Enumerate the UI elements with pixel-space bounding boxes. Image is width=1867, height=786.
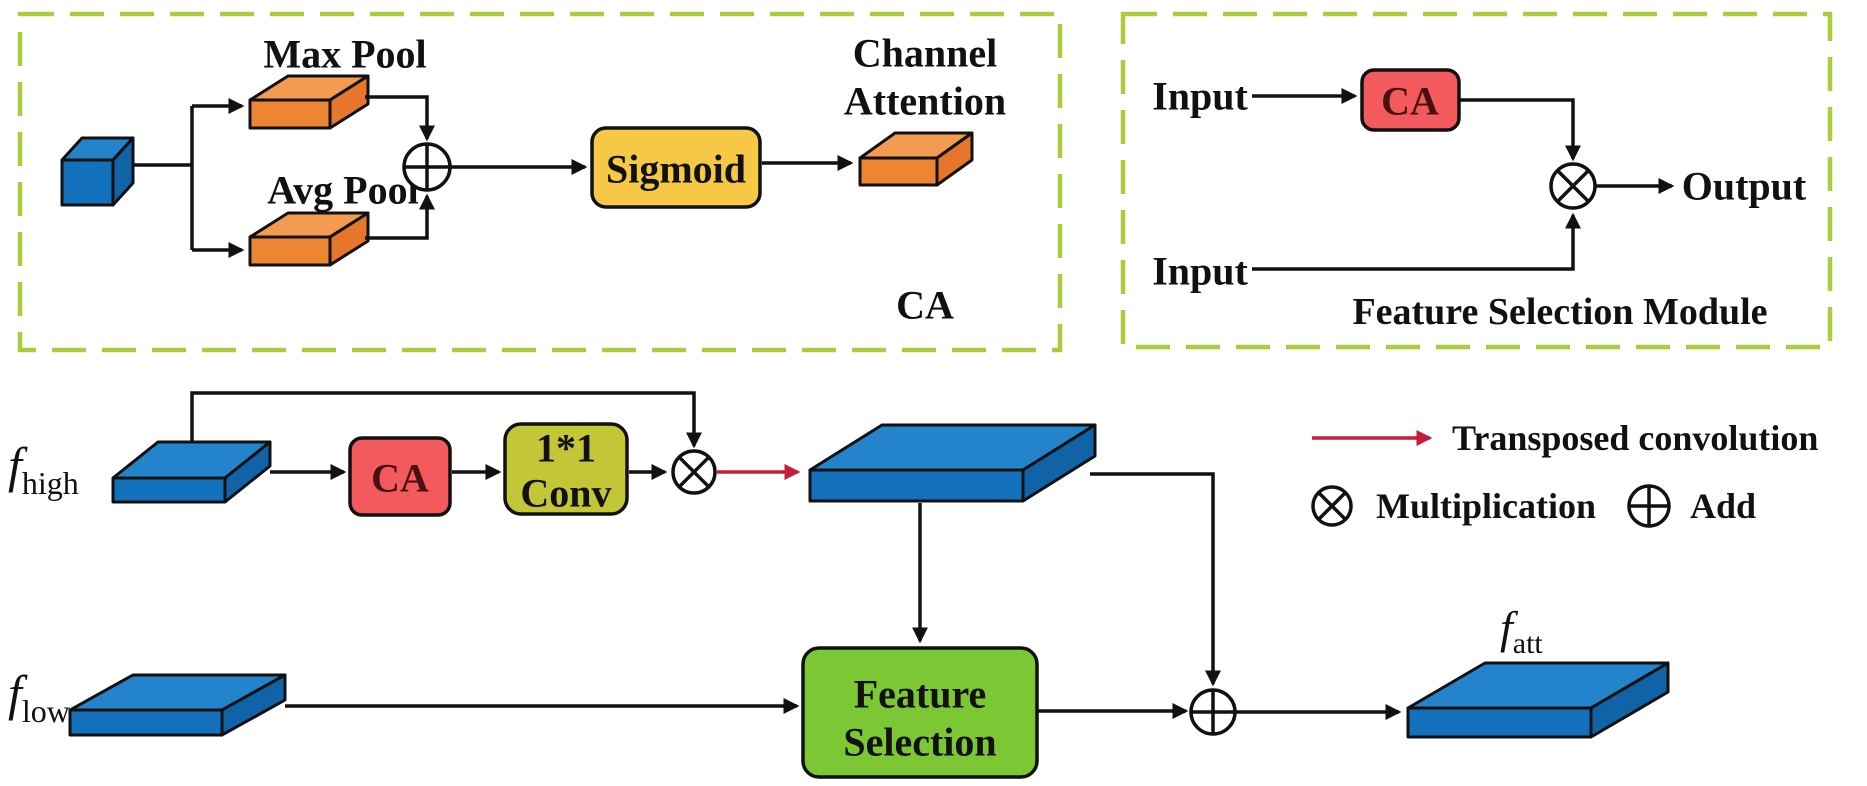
front-face xyxy=(111,476,227,504)
multiply-icon xyxy=(671,449,717,495)
fsm-ca-label: CA xyxy=(1381,79,1439,124)
front-face xyxy=(68,708,224,737)
cube-front-face xyxy=(60,158,115,207)
ca-to-multiply-line xyxy=(1459,98,1582,162)
f-att-label: fatt xyxy=(1500,602,1543,660)
max-pool-to-add-line xyxy=(365,95,436,142)
legend: Transposed convolution Multiplication Ad… xyxy=(1311,418,1818,528)
channel-attention-label-line1: Channel xyxy=(853,31,998,76)
f-low-feature-map xyxy=(68,673,287,737)
avg-pool-to-add-line xyxy=(365,193,436,240)
fsm-panel-title: Feature Selection Module xyxy=(1352,291,1767,333)
front-face xyxy=(248,235,332,267)
max-pool-box xyxy=(248,74,370,130)
front-face xyxy=(248,98,332,130)
conv-label-line1: 1*1 xyxy=(536,426,596,471)
feature-selection-box: Feature Selection xyxy=(801,646,1039,779)
ca-module-panel: Max Pool Avg Pool Sigmoid xyxy=(17,11,1063,353)
channel-attention-box xyxy=(858,131,974,187)
multiply-icon xyxy=(1549,162,1597,210)
sigmoid-box: Sigmoid xyxy=(590,126,762,209)
f-low-sub: low xyxy=(22,693,70,729)
fsm-panel: Input CA Output Input Feature Selection … xyxy=(1120,11,1833,350)
legend-add-icon xyxy=(1627,484,1671,528)
fsm-input-top-label: Input xyxy=(1152,74,1248,119)
fsm-input-bottom-label: Input xyxy=(1152,249,1248,294)
fs-label-line2: Selection xyxy=(843,720,996,765)
legend-transposed-label: Transposed convolution xyxy=(1452,418,1818,458)
legend-multiply-icon xyxy=(1311,485,1353,527)
front-face xyxy=(858,156,939,187)
f-att-feature-map xyxy=(1406,661,1670,739)
main-flow: fhigh CA 1*1 Conv xyxy=(8,391,1670,779)
f-high-skip-connection xyxy=(190,391,703,449)
avg-pool-label: Avg Pool xyxy=(267,168,418,213)
upsampled-to-add-line xyxy=(1090,472,1222,687)
main-ca-box: CA xyxy=(348,436,452,517)
f-att-sub: att xyxy=(1513,627,1544,660)
channel-attention-label-line2: Attention xyxy=(844,79,1006,124)
front-face xyxy=(808,468,1025,503)
avg-pool-box xyxy=(248,211,370,267)
upsampled-feature-map xyxy=(808,423,1097,503)
input-feature-cube xyxy=(60,136,135,207)
main-ca-label: CA xyxy=(371,456,429,501)
f-high-feature-map xyxy=(111,440,272,504)
legend-add-label: Add xyxy=(1690,486,1756,526)
sigmoid-label: Sigmoid xyxy=(606,147,746,192)
f-high-sub: high xyxy=(22,465,79,501)
legend-multiplication-label: Multiplication xyxy=(1376,486,1596,526)
ca-panel-title: CA xyxy=(896,283,954,328)
f-low-label: flow xyxy=(8,665,70,729)
ca-panel-dashed-border xyxy=(17,11,1063,353)
fsm-output-label: Output xyxy=(1682,164,1807,209)
fsm-ca-box: CA xyxy=(1360,68,1461,132)
add-icon xyxy=(1189,688,1237,736)
front-face xyxy=(1406,706,1593,739)
f-high-label: fhigh xyxy=(8,437,79,501)
conv-label-line2: Conv xyxy=(520,471,611,516)
conv-1x1-box: 1*1 Conv xyxy=(503,422,629,516)
max-pool-label: Max Pool xyxy=(263,32,426,77)
fsm-panel-dashed-border xyxy=(1120,11,1833,350)
fs-label-line1: Feature xyxy=(854,672,987,717)
input-bottom-to-multiply-line xyxy=(1252,212,1582,271)
add-icon xyxy=(402,142,452,192)
